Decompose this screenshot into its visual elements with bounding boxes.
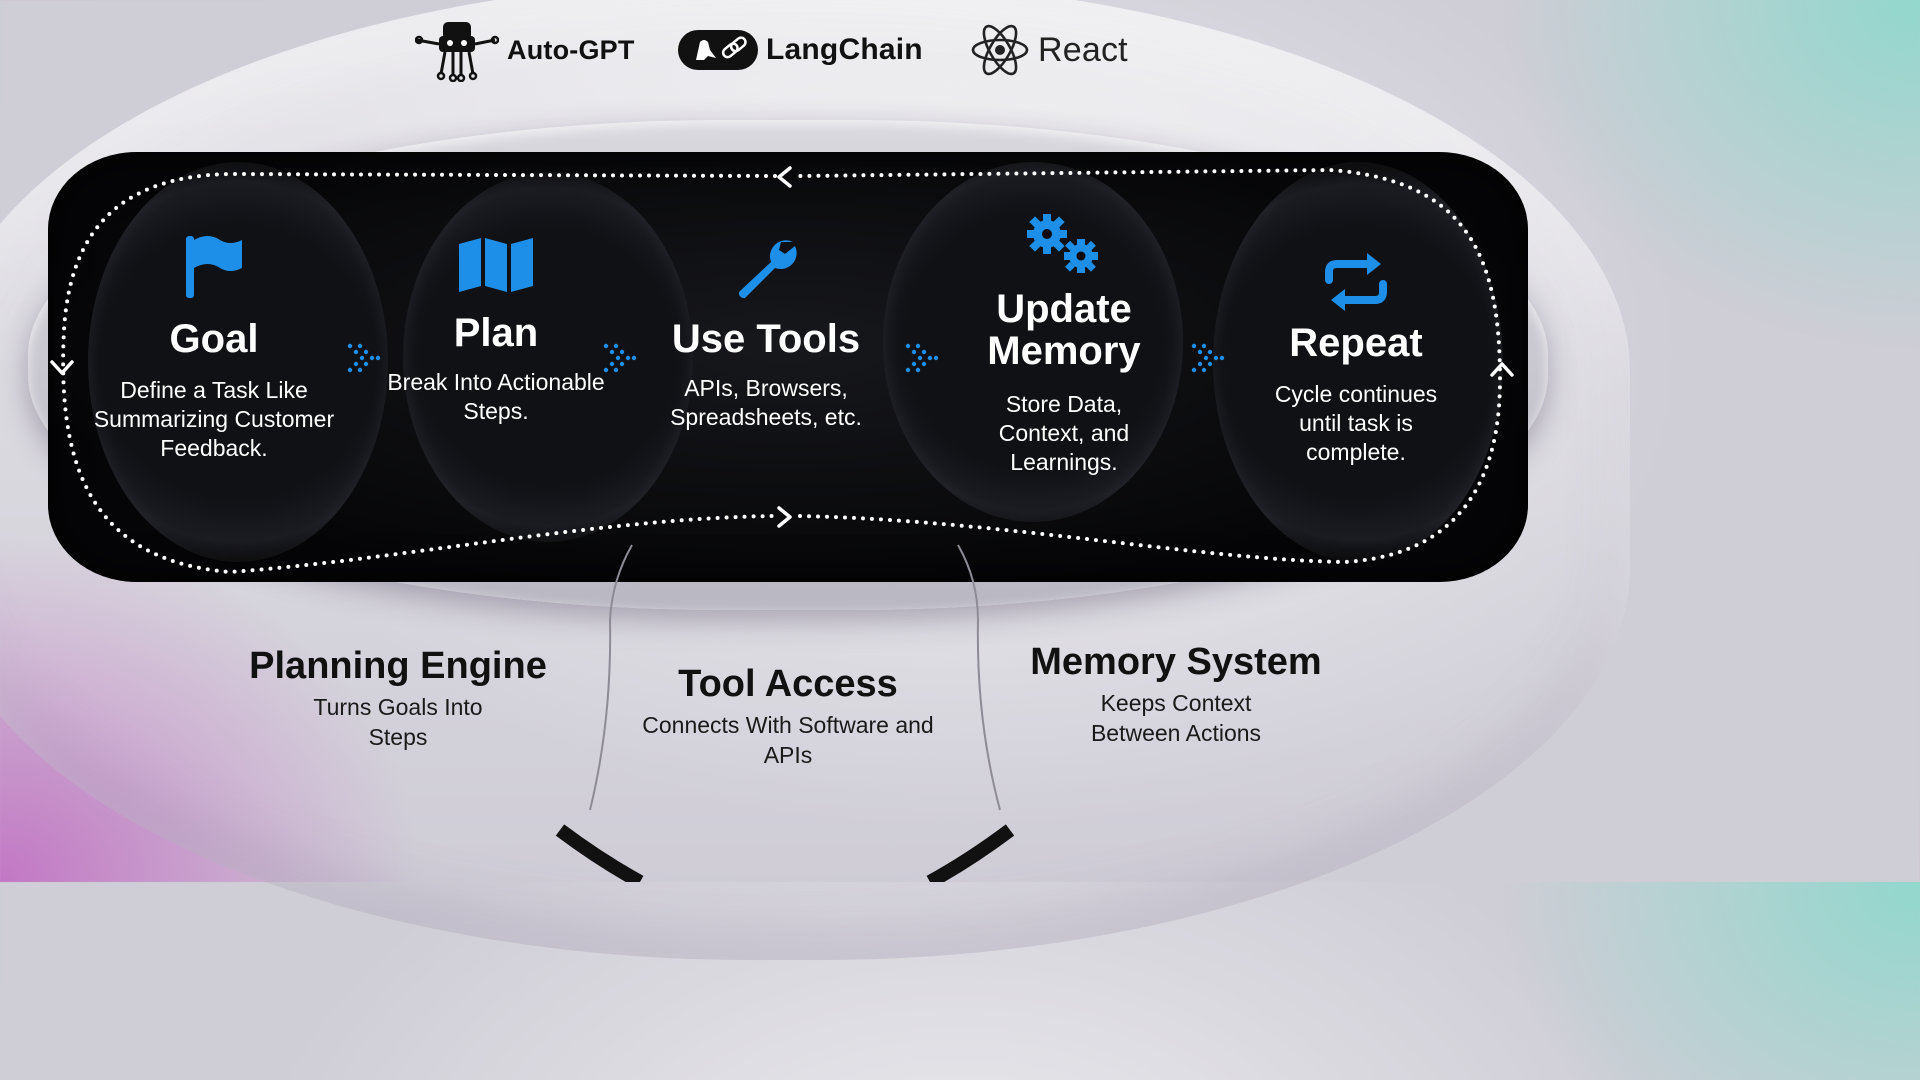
component-memory-system-title: Memory System xyxy=(1030,641,1322,683)
chevron-right-icon xyxy=(1191,343,1225,373)
step-update-memory-title: Update Memory xyxy=(987,287,1141,373)
step-update-memory: Update Memory Store Data, Context, and L… xyxy=(934,212,1194,477)
component-memory-system-desc: Keeps Context Between Actions xyxy=(1090,690,1262,746)
autogpt-robot-icon xyxy=(415,22,499,82)
component-tool-access: Tool Access Connects With Software and A… xyxy=(628,662,948,770)
langchain-logo: LangChain xyxy=(678,16,923,84)
component-planning-engine-title: Planning Engine xyxy=(249,645,547,687)
component-planning-engine: Planning Engine Turns Goals Into Steps xyxy=(228,644,568,752)
step-repeat: Repeat Cycle continues until task is com… xyxy=(1226,250,1486,467)
step-goal-desc: Define a Task Like Summarizing Customer … xyxy=(93,377,335,461)
langchain-parrot-link-icon xyxy=(678,30,758,70)
step-repeat-title: Repeat xyxy=(1289,321,1423,365)
step-use-tools: Use Tools APIs, Browsers, Spreadsheets, … xyxy=(636,236,896,432)
repeat-icon xyxy=(1325,253,1387,311)
step-update-memory-desc: Store Data, Context, and Learnings. xyxy=(998,391,1130,475)
gears-icon xyxy=(1027,214,1098,273)
step-plan: Plan Break Into Actionable Steps. xyxy=(366,236,626,426)
react-label: React xyxy=(1038,30,1128,69)
langchain-label: LangChain xyxy=(766,33,923,66)
chevron-right-icon xyxy=(905,343,939,373)
component-memory-system: Memory System Keeps Context Between Acti… xyxy=(1004,640,1348,748)
component-planning-engine-desc: Turns Goals Into Steps xyxy=(313,694,483,750)
step-use-tools-desc: APIs, Browsers, Spreadsheets, etc. xyxy=(670,375,862,430)
step-use-tools-title: Use Tools xyxy=(671,317,861,361)
react-logo: React xyxy=(970,16,1128,84)
step-goal-title: Goal xyxy=(169,317,259,361)
step-repeat-desc: Cycle continues until task is complete. xyxy=(1274,381,1438,465)
chevron-right-icon xyxy=(347,343,381,373)
component-tool-access-title: Tool Access xyxy=(678,663,898,705)
chevron-right-icon xyxy=(603,343,637,373)
step-plan-desc: Break Into Actionable Steps. xyxy=(387,369,605,424)
framework-logos: Auto-GPT LangChain React xyxy=(0,16,1568,84)
wrench-icon xyxy=(738,240,797,299)
component-tool-access-desc: Connects With Software and APIs xyxy=(642,712,934,768)
autogpt-label: Auto-GPT xyxy=(507,34,635,65)
autogpt-logo: Auto-GPT xyxy=(415,16,635,84)
react-atom-icon xyxy=(971,24,1029,76)
flag-icon xyxy=(186,236,242,298)
step-goal: Goal Define a Task Like Summarizing Cust… xyxy=(84,234,344,463)
step-plan-title: Plan xyxy=(453,311,539,355)
map-icon xyxy=(459,238,533,292)
